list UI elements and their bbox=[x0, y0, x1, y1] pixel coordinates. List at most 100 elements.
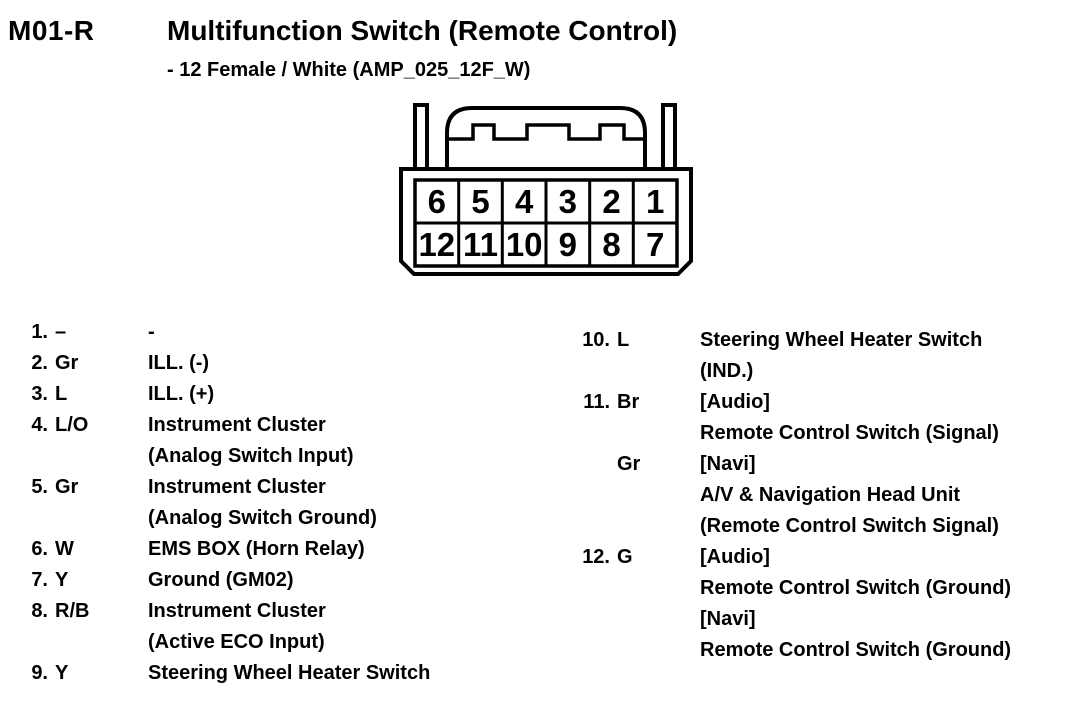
pin-row: A/V & Navigation Head Unit bbox=[578, 480, 1074, 511]
pin-cell-number: 12 bbox=[418, 226, 455, 263]
pin-row: 2. Gr ILL. (-) bbox=[18, 348, 566, 379]
pinout-list-right: 10. L Steering Wheel Heater Switch (IND.… bbox=[578, 325, 1074, 666]
pin-cell-number: 1 bbox=[646, 183, 664, 220]
wire-color-code bbox=[48, 627, 148, 658]
pin-description: Steering Wheel Heater Switch bbox=[148, 662, 431, 684]
pin-description: Steering Wheel Heater Switch bbox=[700, 329, 983, 351]
wire-color-code: L bbox=[617, 329, 630, 351]
wire-color-code: L/O bbox=[55, 414, 89, 436]
wire-color-code: Gr bbox=[617, 453, 641, 475]
pin-number: 5. bbox=[31, 476, 48, 498]
pin-row: 8. R/B Instrument Cluster bbox=[18, 596, 566, 627]
pin-cell-number: 9 bbox=[559, 226, 577, 263]
pin-description: [Audio] bbox=[700, 546, 770, 568]
wire-color-code bbox=[610, 356, 700, 387]
pin-cell-number: 8 bbox=[602, 226, 620, 263]
pin-row: Remote Control Switch (Signal) bbox=[578, 418, 1074, 449]
pin-row: 7. Y Ground (GM02) bbox=[18, 565, 566, 596]
wire-color-code: Y bbox=[55, 662, 69, 684]
wire-color-code bbox=[48, 503, 148, 534]
pin-row: 4. L/O Instrument Cluster bbox=[18, 410, 566, 441]
pin-description: ILL. (-) bbox=[148, 352, 210, 374]
pin-number: 4. bbox=[31, 414, 48, 436]
pin-row: 9. Y Steering Wheel Heater Switch bbox=[18, 658, 566, 689]
pin-row: (Active ECO Input) bbox=[18, 627, 566, 658]
wire-color-code bbox=[48, 441, 148, 472]
pin-cell-number: 5 bbox=[471, 183, 489, 220]
pin-number bbox=[578, 573, 610, 604]
pin-number: 12. bbox=[582, 546, 610, 568]
pin-number bbox=[578, 418, 610, 449]
pin-cell-number: 7 bbox=[646, 226, 664, 263]
pin-row: Gr [Navi] bbox=[578, 449, 1074, 480]
pin-number: 2. bbox=[31, 352, 48, 374]
connector-post-right bbox=[661, 103, 677, 171]
pin-cell-number: 2 bbox=[602, 183, 620, 220]
pinout-list-left: 1. – - 2. Gr ILL. (-) 3. L ILL. (+) 4. L… bbox=[18, 317, 566, 689]
wire-color-code bbox=[610, 418, 700, 449]
connector-key-notches bbox=[447, 123, 645, 141]
wire-color-code bbox=[610, 480, 700, 511]
pin-number: 1. bbox=[31, 321, 48, 343]
connector-hood bbox=[445, 106, 647, 171]
wire-color-code: Gr bbox=[55, 476, 79, 498]
pin-cell-number: 11 bbox=[463, 226, 498, 263]
pin-number bbox=[578, 356, 610, 387]
pin-row: (IND.) bbox=[578, 356, 1074, 387]
pin-description: [Audio] bbox=[700, 391, 770, 413]
wire-color-code: Gr bbox=[55, 352, 79, 374]
pin-cell-number: 6 bbox=[428, 183, 446, 220]
connector-post-left bbox=[413, 103, 429, 171]
pin-row: [Navi] bbox=[578, 604, 1074, 635]
pin-row: Remote Control Switch (Ground) bbox=[578, 635, 1074, 666]
pin-description: (Active ECO Input) bbox=[148, 631, 325, 653]
connector-id: M01-R bbox=[8, 15, 95, 46]
wire-color-code bbox=[610, 511, 700, 542]
connector-diagram: 6 5 4 3 2 1 12 11 10 9 8 7 bbox=[396, 103, 696, 279]
pin-description: - bbox=[148, 321, 155, 343]
pin-number: 6. bbox=[31, 538, 48, 560]
wire-color-code bbox=[610, 604, 700, 635]
wire-color-code bbox=[610, 635, 700, 666]
pin-description: Remote Control Switch (Ground) bbox=[700, 577, 1012, 599]
pin-number bbox=[578, 635, 610, 666]
pin-row: 1. – - bbox=[18, 317, 566, 348]
pin-number bbox=[578, 511, 610, 542]
pin-number: 7. bbox=[31, 569, 48, 591]
pin-row: (Analog Switch Input) bbox=[18, 441, 566, 472]
connector-spec: - 12 Female / White (AMP_025_12F_W) bbox=[167, 59, 531, 81]
pin-cell-number: 10 bbox=[506, 226, 543, 263]
page-title: Multifunction Switch (Remote Control) bbox=[167, 15, 678, 46]
pin-number bbox=[578, 480, 610, 511]
connector-drawing: 6 5 4 3 2 1 12 11 10 9 8 7 bbox=[399, 103, 693, 276]
pin-description: (Remote Control Switch Signal) bbox=[700, 515, 999, 537]
pin-description: EMS BOX (Horn Relay) bbox=[148, 538, 365, 560]
pin-number: 9. bbox=[31, 662, 48, 684]
pin-description: Instrument Cluster bbox=[148, 414, 326, 436]
wire-color-code: Y bbox=[55, 569, 69, 591]
wire-color-code: Br bbox=[617, 391, 640, 413]
pin-description: Ground (GM02) bbox=[148, 569, 294, 591]
pin-description: Remote Control Switch (Ground) bbox=[700, 639, 1012, 661]
pin-row: 12. G [Audio] bbox=[578, 542, 1074, 573]
pin-number bbox=[18, 503, 48, 534]
pin-description: Instrument Cluster bbox=[148, 600, 326, 622]
pin-number: 8. bbox=[31, 600, 48, 622]
wire-color-code: – bbox=[55, 321, 67, 343]
pin-description: Remote Control Switch (Signal) bbox=[700, 422, 999, 444]
pin-description: Instrument Cluster bbox=[148, 476, 326, 498]
pin-cell-number: 4 bbox=[515, 183, 534, 220]
wire-color-code: R/B bbox=[55, 600, 90, 622]
pin-description: (Analog Switch Ground) bbox=[148, 507, 377, 529]
pin-number: 11. bbox=[583, 391, 610, 413]
pin-row: 6. W EMS BOX (Horn Relay) bbox=[18, 534, 566, 565]
pin-description: (Analog Switch Input) bbox=[148, 445, 354, 467]
pin-number bbox=[18, 441, 48, 472]
pin-description: [Navi] bbox=[700, 453, 756, 475]
pin-description: [Navi] bbox=[700, 608, 756, 630]
pin-row: (Analog Switch Ground) bbox=[18, 503, 566, 534]
pin-description: ILL. (+) bbox=[148, 383, 215, 405]
wire-color-code: L bbox=[55, 383, 68, 405]
wire-color-code: G bbox=[617, 546, 633, 568]
